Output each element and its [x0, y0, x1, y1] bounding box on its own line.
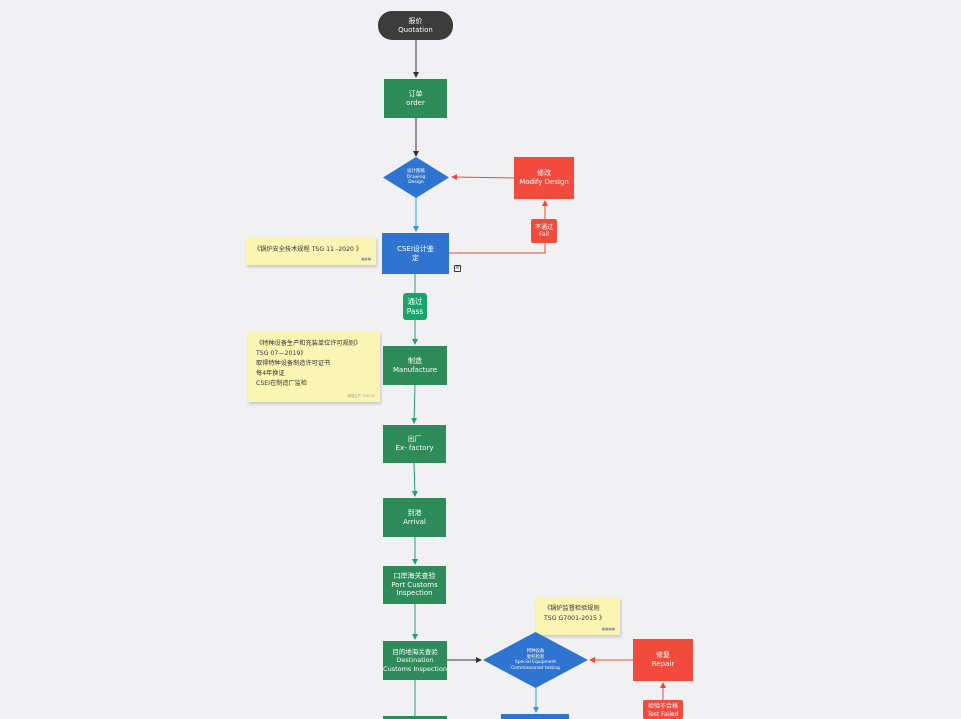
- pass-zh: 通过: [407, 297, 423, 307]
- destination-customs-zh: 目的地海关查验: [392, 648, 438, 657]
- ex-factory-zh: 出厂: [407, 435, 422, 444]
- port-customs-zh: 口岸海关查验: [393, 571, 436, 580]
- drawing-design-en1: Drawing: [406, 174, 426, 180]
- commissioned-testing-en1: Special Equipment: [514, 660, 557, 665]
- next-step-node[interactable]: [383, 716, 447, 719]
- note-tsg07: 《特种设备生产和充装单位许可规则》 TSG 07—2019》 取得特种设备制造许…: [248, 332, 380, 402]
- commissioned-testing-en2: Commissioned testing: [511, 665, 560, 671]
- note-tsgg7001-sig: ■■■■: [601, 627, 615, 632]
- csei-review-line1: CSEI设计鉴: [397, 244, 434, 253]
- note-tsg07-line4: 每4年换证: [256, 369, 285, 377]
- note-tsg11-line1: 《锅炉安全技术规程 TSG 11 -2020 》: [254, 246, 363, 253]
- fail-zh: 不通过: [534, 223, 553, 231]
- edge-review-fail: [449, 243, 546, 254]
- repair-en: Repair: [651, 660, 675, 668]
- test-failed-zh: 检验不合格: [647, 703, 678, 710]
- ex-factory-node[interactable]: 出厂 Ex- factory: [383, 425, 446, 463]
- order-en: order: [406, 98, 425, 107]
- manufacture-zh: 制造: [408, 356, 422, 365]
- destination-customs-en2: Customs Inspection: [383, 664, 447, 673]
- note-tsg11: 《锅炉安全技术规程 TSG 11 -2020 》 ■■■: [246, 237, 376, 265]
- manufacture-en: Manufacture: [392, 365, 438, 374]
- arrival-zh: 到港: [407, 508, 422, 517]
- pass-en: Pass: [406, 306, 424, 316]
- csei-review-line2: 定: [412, 253, 419, 262]
- drawing-design-decision[interactable]: 设计图纸 Drawing Design: [383, 157, 449, 198]
- pass-label: 通过 Pass: [403, 293, 427, 320]
- repair-zh: 修复: [656, 651, 670, 660]
- fail-en: Fail: [539, 231, 549, 238]
- edge-exfactory-arrival: [411, 462, 418, 497]
- note-tsg07-line5: CSEI在制造厂监检: [256, 379, 308, 387]
- test-failed-en: Test Failed: [647, 710, 679, 718]
- order-zh: 订单: [408, 89, 423, 98]
- quotation-en: Quotation: [398, 25, 433, 34]
- note-tsg07-line3: 取得特种设备制造许可证书: [256, 359, 331, 367]
- modify-design-en: Modify Design: [519, 178, 569, 186]
- arrival-node[interactable]: 到港 Arrival: [383, 498, 446, 537]
- note-tsg11-sig: ■■■: [361, 257, 371, 262]
- quotation-node[interactable]: 报价 Quotation: [378, 11, 453, 40]
- note-tsg07-sig: 钱瑞生产 TSG 07: [347, 394, 375, 399]
- ex-factory-en: Ex- factory: [395, 444, 434, 452]
- manufacture-node[interactable]: 制造 Manufacture: [383, 346, 447, 385]
- note-tsgg7001: 《锅炉监督检验规则 TSG G7001-2015 》 ■■■■: [536, 598, 620, 635]
- port-customs-node[interactable]: 口岸海关查验 Port Customs Inspection: [383, 566, 446, 604]
- modify-design-zh: 修改: [537, 169, 551, 178]
- note-tsgg7001-line2: TSG G7001-2015 》: [544, 614, 606, 622]
- destination-customs-en1: Destination: [396, 656, 434, 665]
- commissioned-testing-zh1: 特种设备: [526, 649, 545, 654]
- port-customs-en1: Port Customs: [391, 580, 438, 589]
- note-tsg07-line2: TSG 07—2019》: [256, 349, 307, 357]
- edge-modify-design: [451, 174, 515, 181]
- comment-icon[interactable]: ≡: [454, 265, 461, 272]
- quotation-zh: 报价: [408, 16, 423, 25]
- drawing-design-shape: [383, 157, 449, 198]
- destination-customs-node[interactable]: 目的地海关查验 Destination Customs Inspection: [383, 641, 447, 680]
- note-tsgg7001-line1: 《锅炉监督检验规则: [544, 605, 600, 612]
- repair-node[interactable]: 修复 Repair: [633, 639, 693, 681]
- edge-manufacture-exfactory: [411, 384, 418, 424]
- test-failed-label: 检验不合格 Test Failed: [643, 700, 683, 719]
- csei-review-node[interactable]: CSEI设计鉴 定: [382, 233, 449, 274]
- next-blue-node[interactable]: [501, 714, 569, 719]
- drawing-design-en2: Design: [408, 180, 424, 186]
- fail-label: 不通过 Fail: [531, 219, 557, 243]
- arrival-en: Arrival: [403, 517, 426, 526]
- order-node[interactable]: 订单 order: [384, 79, 447, 118]
- modify-design-node[interactable]: 修改 Modify Design: [514, 157, 574, 199]
- port-customs-en2: Inspection: [396, 589, 433, 598]
- commissioned-testing-zh2: 委托检验: [526, 654, 545, 660]
- commissioned-testing-shape: [483, 632, 588, 688]
- drawing-design-zh: 设计图纸: [407, 169, 425, 175]
- commissioned-testing-decision[interactable]: 特种设备 委托检验 Special Equipment Commissioned…: [483, 632, 588, 688]
- note-tsg07-line1: 《特种设备生产和充装单位许可规则》: [256, 340, 362, 347]
